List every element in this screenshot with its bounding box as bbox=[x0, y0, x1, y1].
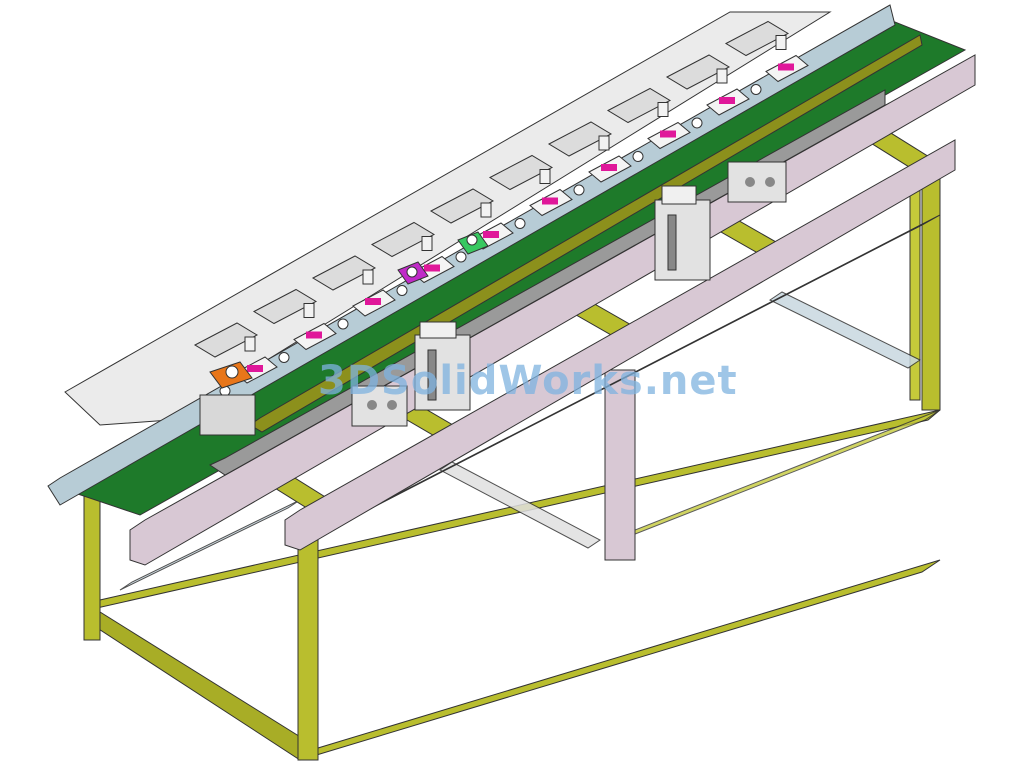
cylinder-station-icon bbox=[193, 322, 259, 358]
cylinder-station-icon bbox=[429, 188, 495, 224]
cylinder-station-icon bbox=[311, 255, 377, 291]
gripper-module-icon bbox=[727, 161, 787, 203]
cylinder-station-icon bbox=[665, 54, 731, 90]
feed-guide-rail-olive bbox=[249, 34, 923, 433]
gripper-module-icon bbox=[654, 185, 711, 281]
feed-guide-rail bbox=[208, 89, 886, 476]
leg-back-right bbox=[921, 169, 941, 411]
pink-transfer-rail bbox=[284, 139, 956, 551]
highlighted-parts bbox=[209, 231, 489, 389]
fixture-icon bbox=[514, 188, 573, 229]
watermark-text: 3DSolidWorks.net bbox=[318, 358, 738, 404]
leg-front-right bbox=[297, 539, 319, 761]
fixture-icon bbox=[573, 155, 632, 196]
bottom-rail-long bbox=[299, 559, 941, 761]
fixture-icon bbox=[278, 322, 337, 363]
bottom-rail-side bbox=[87, 611, 319, 761]
fixture-icon bbox=[337, 289, 396, 330]
cylinder-station-icon bbox=[547, 121, 613, 157]
frame-legs bbox=[83, 169, 941, 761]
cylinder-stations bbox=[193, 20, 790, 358]
cylinder-station-icon bbox=[488, 154, 554, 191]
gripper-modules bbox=[199, 161, 787, 436]
inner-bracing bbox=[119, 291, 921, 591]
leg-front-left bbox=[83, 489, 101, 641]
fixture-icon bbox=[750, 54, 809, 95]
gripper-module-icon bbox=[414, 321, 471, 411]
fixture-icon bbox=[632, 121, 691, 162]
left-end-bracket bbox=[199, 394, 256, 436]
cylinder-station-icon bbox=[370, 221, 436, 258]
gripper-module-icon bbox=[351, 385, 408, 427]
cylinder-station-icon bbox=[606, 87, 672, 124]
cylinder-station-icon bbox=[252, 288, 318, 325]
fixture-icon bbox=[691, 88, 750, 129]
leg-mid-pink bbox=[604, 369, 636, 561]
leg-back-inner bbox=[909, 179, 921, 401]
part-fixtures bbox=[219, 54, 809, 397]
cylinder-station-icon bbox=[724, 20, 790, 57]
